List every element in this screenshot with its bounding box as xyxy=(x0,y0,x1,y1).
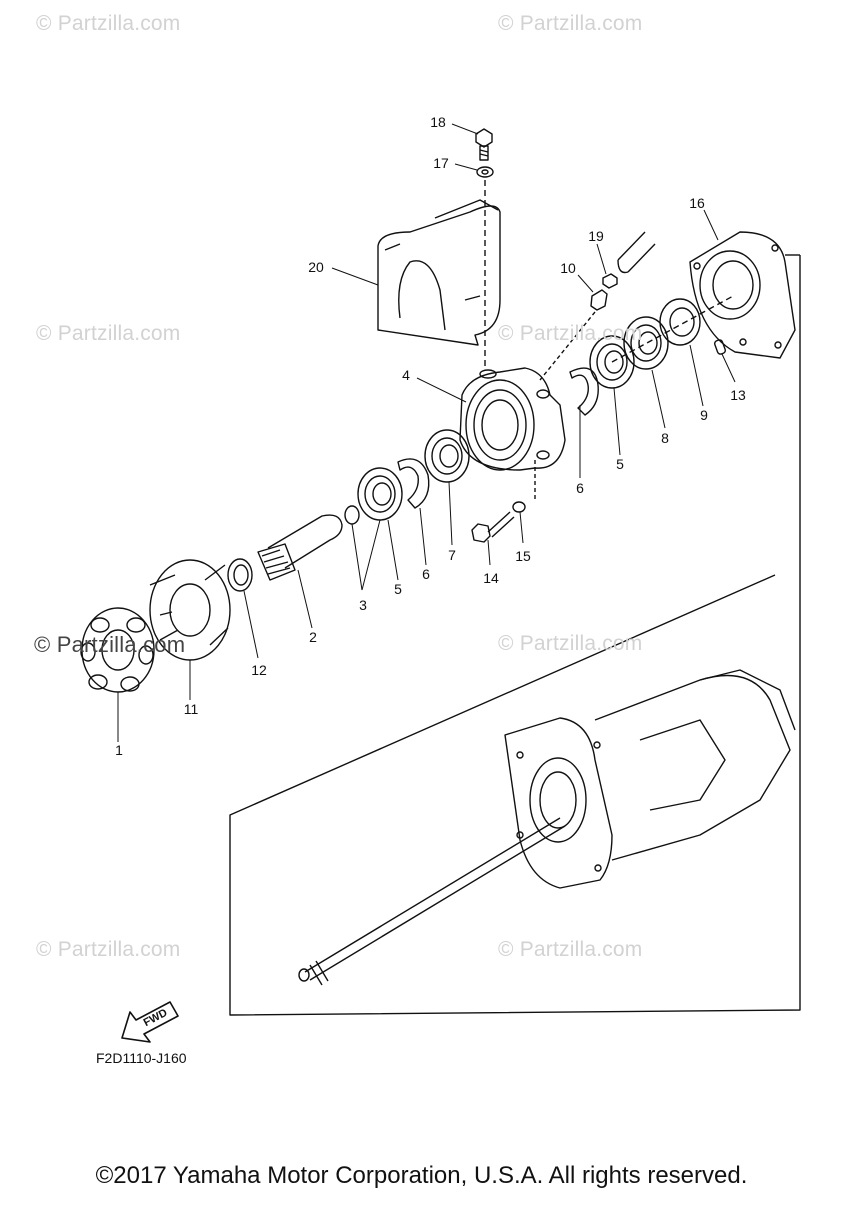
watermark: © Partzilla.com xyxy=(36,322,181,345)
grease-nipple-19 xyxy=(602,273,618,289)
circlip-6 xyxy=(397,458,430,509)
callout-10: 10 xyxy=(560,260,576,276)
diagram-code: F2D1110-J160 xyxy=(96,1050,187,1066)
shaft-2 xyxy=(257,514,343,581)
bearing-7 xyxy=(424,429,470,483)
damper-1 xyxy=(80,607,155,693)
callout-6: 6 xyxy=(422,566,430,582)
callout-9: 9 xyxy=(700,407,708,423)
copyright-notice: ©2017 Yamaha Motor Corporation, U.S.A. A… xyxy=(95,1162,748,1189)
callout-18: 18 xyxy=(430,114,446,130)
bearing-8 xyxy=(623,316,669,370)
fwd-arrow-icon xyxy=(121,1001,179,1043)
callout-13: 13 xyxy=(730,387,746,403)
axis-line xyxy=(611,294,736,363)
bearing-5 xyxy=(357,467,403,521)
callout-17: 17 xyxy=(433,155,449,171)
callout-5: 5 xyxy=(394,581,402,597)
callout-11: 11 xyxy=(183,701,199,717)
leader-lines xyxy=(117,123,736,742)
drive-shaft xyxy=(298,817,566,986)
callout-2: 2 xyxy=(309,629,317,645)
cover-20 xyxy=(377,199,501,346)
watermark: © Partzilla.com xyxy=(36,938,181,961)
callout-12: 12 xyxy=(251,662,267,678)
circlip-6 xyxy=(569,367,599,416)
pin-13 xyxy=(713,339,727,355)
flange-16 xyxy=(689,231,796,359)
housing-4 xyxy=(459,367,566,471)
hose xyxy=(617,231,656,274)
callout-3: 3 xyxy=(359,597,367,613)
callout-1: 1 xyxy=(115,742,123,758)
ring-12 xyxy=(227,558,253,592)
callout-7: 7 xyxy=(448,547,456,563)
callout-5: 5 xyxy=(616,456,624,472)
washer-15 xyxy=(512,501,526,513)
watermark: © Partzilla.com xyxy=(498,632,643,655)
watermark: © Partzilla.com xyxy=(498,322,643,345)
callout-6: 6 xyxy=(576,480,584,496)
bearing-5 xyxy=(589,335,635,389)
jet-pump-assembly xyxy=(504,669,796,889)
washer-17 xyxy=(476,166,494,178)
callout-8: 8 xyxy=(661,430,669,446)
seal-9 xyxy=(659,298,701,346)
nipple-10 xyxy=(539,289,608,381)
watermark: © Partzilla.com xyxy=(498,12,643,35)
watermark: © Partzilla.com xyxy=(34,632,186,657)
frame-line xyxy=(229,255,801,1016)
callout-20: 20 xyxy=(308,259,324,275)
watermark: © Partzilla.com xyxy=(36,12,181,35)
callout-15: 15 xyxy=(515,548,531,564)
watermark: © Partzilla.com xyxy=(498,938,643,961)
callout-14: 14 xyxy=(483,570,499,586)
ring-3 xyxy=(344,505,360,525)
callout-4: 4 xyxy=(402,367,410,383)
callout-16: 16 xyxy=(689,195,705,211)
callout-19: 19 xyxy=(588,228,604,244)
bolt-14 xyxy=(471,511,515,543)
bolt-18 xyxy=(475,128,493,161)
